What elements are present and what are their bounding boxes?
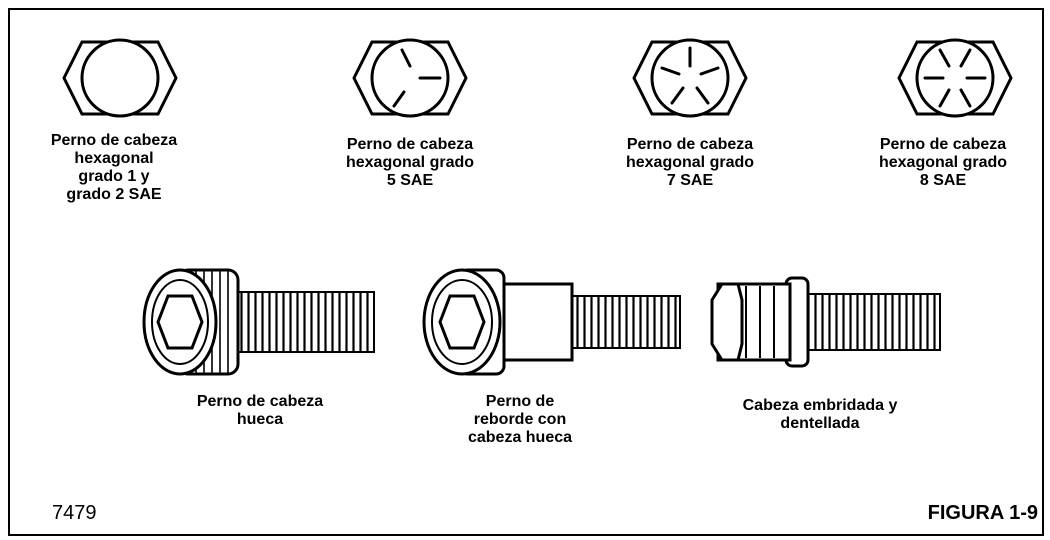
shoulder-socket-screw-label: Perno de reborde con cabeza hueca xyxy=(467,393,573,446)
socket-head-cap-screw-label: Perno de cabeza hueca xyxy=(196,393,324,428)
figure-number: FIGURA 1-9 xyxy=(927,502,1038,524)
hex-bolt-grade-1-2-head xyxy=(62,38,178,118)
hex-bolt-grade-7-label: Perno de cabeza hexagonal grado 7 SAE xyxy=(625,136,755,189)
flanged-twelve-point-bolt xyxy=(710,276,941,368)
hex-bolt-grade-1-2-label: Perno de cabeza hexagonal grado 1 y grad… xyxy=(50,132,178,203)
hex-bolt-grade-5-head xyxy=(352,38,468,118)
socket-head-cap-screw xyxy=(142,268,375,376)
hex-bolt-grade-7-head xyxy=(632,38,748,118)
hex-bolt-grade-8-head xyxy=(897,38,1013,118)
shoulder-socket-screw xyxy=(422,268,681,376)
hex-bolt-grade-5-label: Perno de cabeza hexagonal grado 5 SAE xyxy=(345,136,475,189)
hex-bolt-grade-8-label: Perno de cabeza hexagonal grado 8 SAE xyxy=(878,136,1008,189)
flanged-twelve-point-bolt-label: Cabeza embridada y dentellada xyxy=(742,397,898,432)
drawing-code: 7479 xyxy=(52,502,97,524)
figure-frame xyxy=(8,8,1044,536)
